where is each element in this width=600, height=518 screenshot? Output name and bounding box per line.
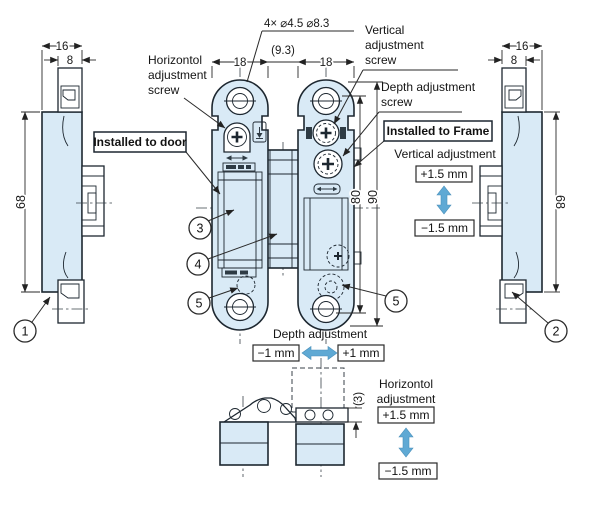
bottom-section-view: (3) [219,358,367,477]
depth-adjustment-screw [313,149,343,179]
horizontal-adjustment-title-line2: adjustment [377,392,436,406]
svg-text:Depth adjustment: Depth adjustment [381,80,476,94]
right-view-tab-dimension: 8 [488,53,540,69]
installed-to-frame-label: Installed to Frame [353,120,493,168]
vertical-adjustment-screw [306,119,346,147]
svg-text:4: 4 [195,258,202,272]
svg-text:Vertical: Vertical [365,23,404,37]
up-down-arrow-icon [398,427,414,458]
callout-3: 3 [188,209,235,240]
vertical-adjustment-annotation: Vertical adjustment +1.5 mm −1.5 mm [394,147,496,237]
brand-plate [222,162,256,172]
right-view-height-dimension: 68 [544,111,569,293]
dim-18-right: 18 [320,57,333,69]
svg-text:Installed to Frame: Installed to Frame [387,124,490,138]
dim-16-right: 16 [516,41,529,53]
svg-text:screw: screw [148,83,180,97]
svg-text:screw: screw [381,95,413,109]
dim-8-right: 8 [511,55,517,67]
dim-80: 80 [349,190,363,204]
vertical-adjustment-title: Vertical adjustment [394,147,496,161]
dim-68-left: 68 [14,195,28,209]
frame-leaf [297,79,362,331]
left-right-arrow-icon [301,345,338,361]
horizontal-adjustment-title-line1: Horizontol [379,377,433,391]
dim-16-left: 16 [56,41,69,53]
up-down-arrow-icon [436,185,452,215]
svg-text:screw: screw [365,53,397,67]
depth-minus-value: −1 mm [257,346,294,360]
dim-hole-spec: 4× ⌀4.5 ⌀8.3 [264,18,329,30]
horizontal-adjustment-screw [223,122,251,153]
leaf-width-dimensions: 18 18 (9.3) [211,43,355,78]
left-right-arrow-icon [226,155,248,161]
dim-90: 90 [366,190,380,204]
hole-spec-dimension: 4× ⌀4.5 ⌀8.3 [246,18,354,83]
plate-thickness-dimension: (3) [346,390,367,438]
brand-plate [221,267,257,278]
depth-plus-value: +1 mm [342,346,379,360]
vertical-minus-value: −1.5 mm [421,221,468,235]
label-horizontal-adjustment-screw: Horizontol adjustment screw [148,53,226,129]
left-view-height-dimension: 68 [12,111,40,293]
height-dimensions: 80 90 [336,81,383,327]
dim-8-left: 8 [67,55,73,67]
svg-text:5: 5 [196,297,203,311]
svg-text:3: 3 [197,222,204,236]
dim-68-right: 68 [553,195,567,209]
right-side-view: 16 8 68 2 [472,39,569,343]
left-side-view: 16 8 68 1 [12,39,112,343]
callout-1: 1 [13,296,51,343]
depth-adjustment-title: Depth adjustment [273,327,368,341]
dim-3: (3) [353,392,365,406]
depth-adjustment-annotation: Depth adjustment −1 mm +1 mm [252,327,385,362]
callout-4: 4 [186,233,278,276]
dim-pitch: (9.3) [271,45,295,57]
horizontal-plus-value: +1.5 mm [382,408,429,422]
callout-5-right: 5 [341,283,408,313]
front-view: 4× ⌀4.5 ⌀8.3 18 18 (9.3) 80 90 [186,18,408,344]
label-vertical-adjustment-screw: Vertical adjustment screw [333,23,458,125]
svg-text:adjustment: adjustment [365,38,424,52]
horizontal-adjustment-annotation: Horizontol adjustment +1.5 mm −1.5 mm [377,377,438,480]
svg-text:5: 5 [393,295,400,309]
door-leaf [211,79,269,331]
label-depth-adjustment-screw: Depth adjustment screw [342,80,476,157]
callout-5-left: 5 [187,287,239,315]
vertical-plus-value: +1.5 mm [420,167,467,181]
door-side-icon [252,121,267,143]
callout-2: 2 [511,291,568,343]
left-right-arrow-icon [313,183,341,195]
right-view-width-dimension: 16 [501,39,543,110]
horizontal-minus-value: −1.5 mm [384,464,431,478]
svg-text:2: 2 [553,325,560,339]
dim-18-left: 18 [234,57,247,69]
svg-text:Horizontol: Horizontol [148,53,202,67]
left-view-tab-dimension: 8 [44,53,96,69]
svg-text:adjustment: adjustment [148,68,207,82]
left-view-width-dimension: 16 [41,39,83,110]
svg-text:Installed to door: Installed to door [93,135,187,149]
installed-to-door-label: Installed to door [93,131,221,195]
hinge-linkage-arm [221,397,297,423]
svg-text:1: 1 [22,325,29,339]
